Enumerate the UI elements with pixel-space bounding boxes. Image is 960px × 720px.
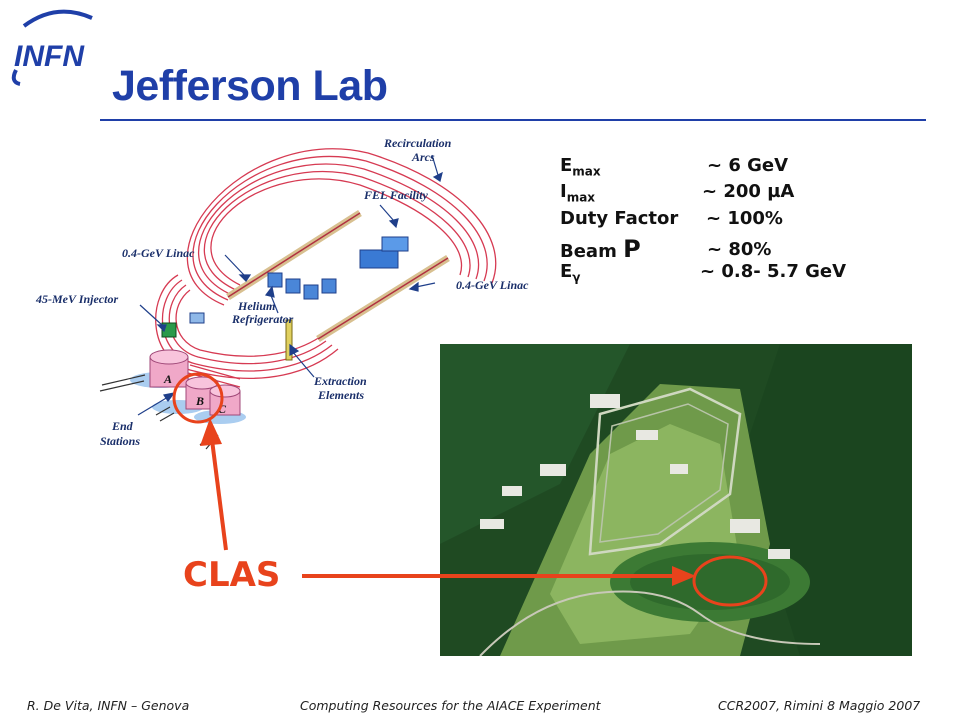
logo-text: INFN <box>14 40 85 73</box>
left-linac <box>226 210 362 300</box>
injector-cryo <box>189 312 205 324</box>
clas-label: CLAS <box>183 555 281 595</box>
spec-emax-value: ~ 6 GeV <box>707 155 789 176</box>
extraction-label: Extraction <box>313 374 367 388</box>
elements-label: Elements <box>317 388 364 402</box>
page-title: Jefferson Lab <box>112 62 388 110</box>
aerial-photo <box>440 344 912 656</box>
footer-talk-title: Computing Resources for the AIACE Experi… <box>300 698 601 713</box>
injector-label: 45-MeV Injector <box>35 292 118 306</box>
end-label: End <box>111 419 134 433</box>
refrigerator-label: Refrigerator <box>231 312 294 326</box>
recirculation-arcs <box>155 148 497 379</box>
diagram-callouts <box>137 154 443 416</box>
stations-label: Stations <box>100 434 140 448</box>
right-linac <box>316 255 450 342</box>
hall-a-label: A <box>163 372 172 386</box>
hall-c-label: C <box>218 402 227 416</box>
right-linac-label: 0.4-GeV Linac <box>456 278 529 292</box>
infn-logo-icon: INFN <box>11 9 93 86</box>
fel-label: FEL Facility <box>363 188 429 202</box>
fel-facility <box>359 236 409 269</box>
spec-egamma-value: ~ 0.8- 5.7 GeV <box>700 261 847 282</box>
spec-pol-value: ~ 80% <box>707 239 772 260</box>
end-station-halls: A B C <box>130 349 246 424</box>
footer-author: R. De Vita, INFN – Genova <box>27 698 190 713</box>
hall-b-label: B <box>195 394 204 408</box>
spec-imax-value: ~ 200 µA <box>702 181 795 202</box>
recirculation-label: Recirculation <box>383 136 452 150</box>
arcs-label: Arcs <box>411 150 435 164</box>
left-linac-label: 0.4-GeV Linac <box>122 246 195 260</box>
footer-conference: CCR2007, Rimini 8 Maggio 2007 <box>718 698 921 713</box>
polarization-symbol: P <box>623 235 641 263</box>
helium-refrigerator <box>267 272 337 300</box>
helium-label: Helium <box>237 299 275 313</box>
spec-duty-value: ~ 100% <box>706 208 783 229</box>
extraction-elements <box>285 319 293 361</box>
title-divider <box>100 119 926 121</box>
